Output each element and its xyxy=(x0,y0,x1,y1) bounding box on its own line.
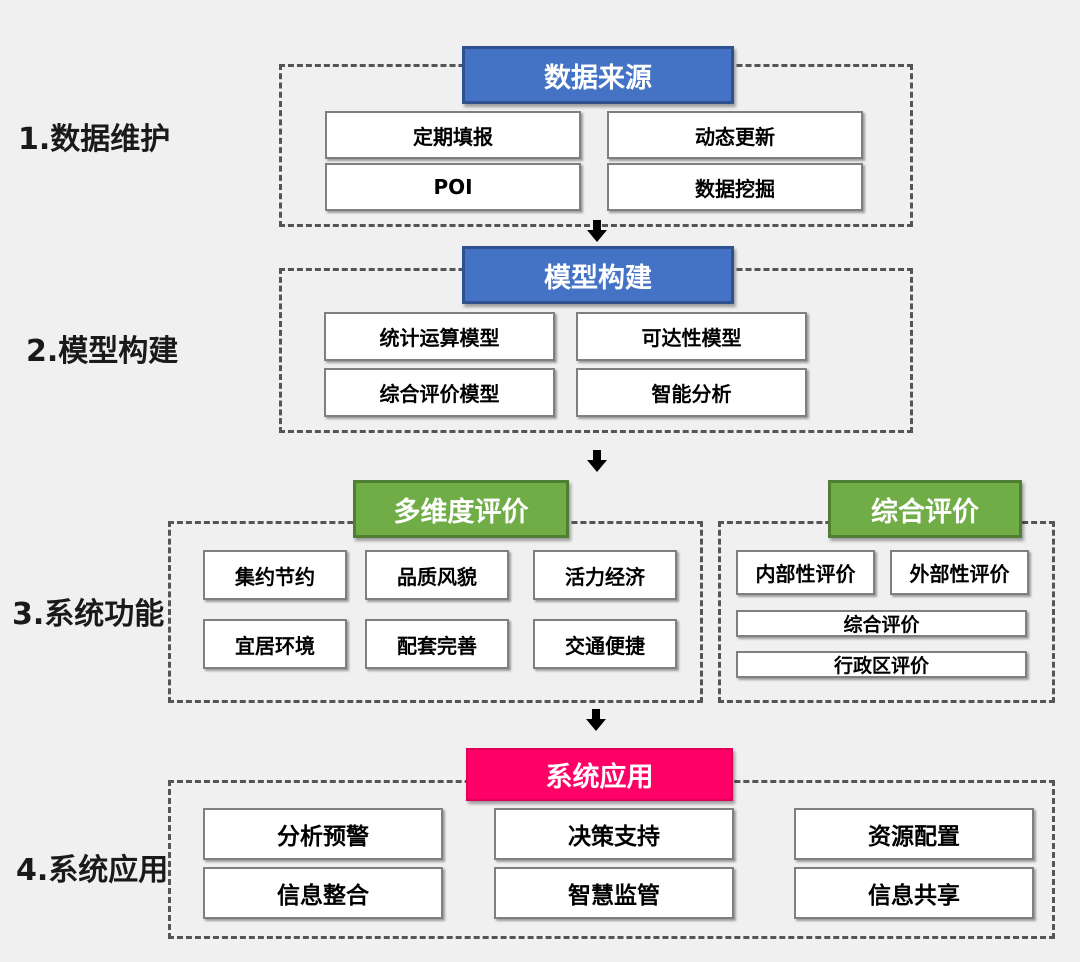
section-3-right-title: 综合评价 xyxy=(828,480,1022,538)
s4-item-5: 智慧监管 xyxy=(494,867,734,919)
s3-left-item-4: 宜居环境 xyxy=(203,619,347,669)
s4-item-1: 分析预警 xyxy=(203,808,443,860)
arrow-down-icon xyxy=(587,450,607,472)
s3-left-item-6: 交通便捷 xyxy=(533,619,677,669)
s1-item-2: 动态更新 xyxy=(607,111,863,159)
s4-item-2: 决策支持 xyxy=(494,808,734,860)
s2-item-3: 综合评价模型 xyxy=(324,368,555,417)
section-3-left-title: 多维度评价 xyxy=(353,480,569,538)
section-4-title: 系统应用 xyxy=(466,748,733,801)
section-2-title: 模型构建 xyxy=(462,246,734,304)
s3-right-item-1: 内部性评价 xyxy=(736,550,875,595)
s2-item-4: 智能分析 xyxy=(576,368,807,417)
section-3-left-container xyxy=(168,521,703,703)
s3-left-item-2: 品质风貌 xyxy=(365,550,509,600)
section-2-label: 2.模型构建 xyxy=(26,334,179,369)
s3-right-item-2: 外部性评价 xyxy=(890,550,1029,595)
section-3-label: 3.系统功能 xyxy=(12,597,165,632)
s3-right-item-3: 综合评价 xyxy=(736,610,1027,637)
s3-left-item-5: 配套完善 xyxy=(365,619,509,669)
s3-left-item-1: 集约节约 xyxy=(203,550,347,600)
arrow-down-icon xyxy=(587,220,607,242)
s4-item-3: 资源配置 xyxy=(794,808,1034,860)
s2-item-2: 可达性模型 xyxy=(576,312,807,361)
s2-item-1: 统计运算模型 xyxy=(324,312,555,361)
s3-left-item-3: 活力经济 xyxy=(533,550,677,600)
arrow-down-icon xyxy=(586,709,606,731)
s4-item-6: 信息共享 xyxy=(794,867,1034,919)
s3-right-item-4: 行政区评价 xyxy=(736,651,1027,678)
s1-item-3: POI xyxy=(325,163,581,211)
section-1-label: 1.数据维护 xyxy=(18,122,171,157)
s4-item-4: 信息整合 xyxy=(203,867,443,919)
section-1-title: 数据来源 xyxy=(462,46,734,104)
section-4-label: 4.系统应用 xyxy=(16,853,169,888)
s1-item-1: 定期填报 xyxy=(325,111,581,159)
s1-item-4: 数据挖掘 xyxy=(607,163,863,211)
